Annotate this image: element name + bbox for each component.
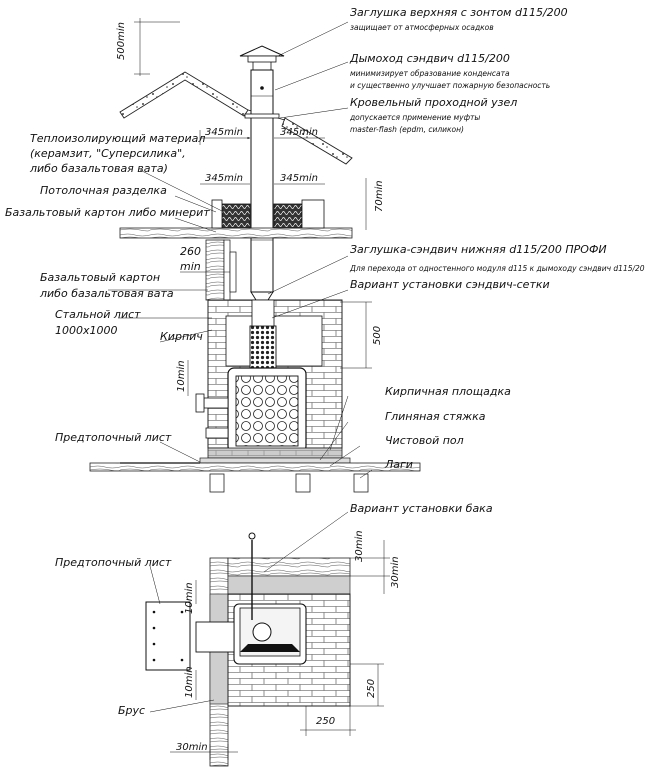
label-roof-node-note-2: master-flash (epdm, силикон)	[350, 125, 464, 134]
dim-30min-a: 30min	[354, 530, 365, 562]
joist	[353, 473, 369, 493]
label-chimney-note-1: минимизирует образование конденсата	[350, 69, 510, 78]
label-beam: Брус	[118, 704, 145, 717]
finish-floor	[89, 462, 421, 472]
stove-body	[195, 367, 307, 453]
chimney-top-cap	[239, 45, 285, 70]
dim-500min-top: 500min	[116, 22, 127, 60]
dim-260: 260	[180, 245, 201, 258]
dim-10min-plan-top: 10min	[184, 582, 195, 614]
dim-250-vertical: 250	[366, 679, 377, 698]
label-steel-sheet-2: 1000x1000	[55, 324, 118, 337]
joist	[209, 473, 225, 493]
label-chimney-note-2: и существенно улучшает пожарную безопасн…	[350, 81, 550, 90]
leader-lines	[108, 21, 373, 479]
plan-view: 30min 30min 10min 10min 250 250 30min Ва…	[55, 502, 493, 767]
plan-insulation-top	[227, 575, 351, 595]
label-joists: Лаги	[384, 458, 413, 471]
plan-wall-top	[227, 557, 351, 577]
label-steel-sheet-1: Стальной лист	[55, 308, 141, 321]
floor-structure	[89, 447, 421, 493]
insulation-left	[221, 203, 251, 229]
dim-10min-plan-bot: 10min	[184, 666, 195, 698]
single-wall-pipe	[251, 299, 275, 327]
sandwich-mesh	[249, 325, 277, 371]
label-insulation-1: Теплоизолирующий материал	[30, 132, 205, 145]
ceiling	[119, 199, 353, 239]
label-brick-platform: Кирпичная площадка	[385, 385, 511, 398]
label-cap-bottom: Заглушка-сэндвич нижняя d115/200 ПРОФИ	[350, 243, 607, 256]
plan-pre-furnace-sheet	[145, 601, 191, 671]
label-pre-furnace-sheet-2: Предтопочный лист	[55, 556, 172, 569]
plan-flue-outlet	[252, 622, 272, 642]
dim-70min: 70min	[374, 180, 385, 212]
side-wall	[205, 239, 237, 301]
dim-500: 500	[372, 326, 383, 345]
label-pre-furnace-sheet: Предтопочный лист	[55, 431, 172, 444]
label-tank-variant: Вариант установки бака	[350, 502, 493, 515]
label-brick: Кирпич	[160, 330, 203, 343]
plan-ash-tray	[240, 644, 300, 652]
plan-leader-lines	[149, 511, 349, 713]
dim-345-roof-left: 345min	[205, 127, 243, 138]
label-roof-node-note-1: допускается применение муфты	[349, 113, 480, 122]
label-roof-node: Кровельный проходной узел	[350, 96, 517, 109]
label-clay-screed: Глиняная стяжка	[385, 410, 486, 423]
dim-30min-b: 30min	[390, 556, 401, 588]
brick-platform	[207, 447, 343, 459]
label-insulation-3: либо базальтовая вата)	[29, 162, 168, 175]
dim-345-roof-right: 345min	[280, 127, 318, 138]
label-basalt-board-2b: либо базальтовая вата	[39, 287, 174, 300]
insulation-right	[273, 203, 303, 229]
dim-10min-side: 10min	[176, 360, 187, 392]
elevation-view: 500min 345min 345min 345min 345min 70min…	[5, 6, 645, 493]
label-cap-bottom-note: Для перехода от одностенного модуля d115…	[349, 264, 645, 273]
plan-dimensions	[170, 540, 390, 760]
clay-screed	[199, 457, 351, 464]
roof	[119, 71, 353, 165]
elevation-dimensions	[134, 18, 372, 396]
label-ceiling-cut: Потолочная разделка	[40, 184, 167, 197]
label-basalt-board-2a: Базальтовый картон	[40, 271, 160, 284]
sandwich-chimney-pipe	[250, 69, 274, 301]
dim-345-ceil-left: 345min	[205, 173, 243, 184]
fire-door-tunnel	[203, 397, 229, 409]
dim-250-horizontal: 250	[316, 716, 335, 727]
dim-30min-bottom: 30min	[176, 742, 208, 753]
label-cap-top-note: защищает от атмосферных осадков	[350, 23, 494, 32]
label-chimney: Дымоход сэндвич d115/200	[349, 52, 510, 65]
label-mesh-variant: Вариант установки сэндвич-сетки	[350, 278, 550, 291]
label-insulation-2: (керамзит, "Суперсилика",	[30, 147, 186, 160]
dim-345-ceil-right: 345min	[280, 173, 318, 184]
label-basalt-board: Базальтовый картон либо минерит	[5, 206, 210, 219]
plan-door-tunnel	[195, 621, 235, 653]
dim-260-min: min	[180, 260, 201, 273]
label-cap-top: Заглушка верхняя с зонтом d115/200	[350, 6, 568, 19]
roof-pass-node	[244, 113, 280, 119]
label-finish-floor: Чистовой пол	[385, 434, 464, 447]
joist	[295, 473, 311, 493]
